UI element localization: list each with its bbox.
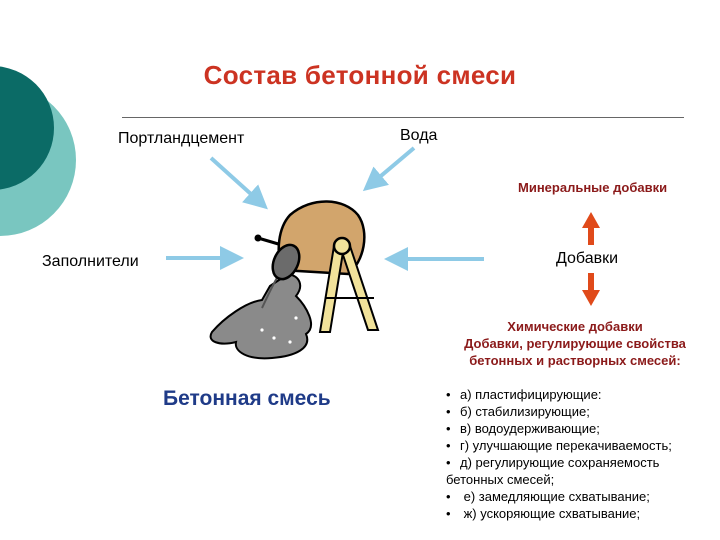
list-item: д) регулирующие сохраняемость bbox=[446, 454, 718, 471]
chemical-additives-heading: Химические добавки Добавки, регулирующие… bbox=[440, 318, 710, 369]
chemical-subheading-text: Добавки, регулирующие свойства бетонных … bbox=[464, 336, 686, 368]
list-item: в) водоудерживающие; bbox=[446, 420, 718, 437]
concrete-mixer-icon bbox=[209, 200, 380, 360]
arrow-cement-icon bbox=[209, 156, 268, 210]
list-item: ж) ускоряющие схватывание; bbox=[446, 505, 718, 522]
chemical-heading-text: Химические добавки bbox=[507, 319, 643, 334]
label-water: Вода bbox=[400, 127, 438, 144]
label-aggregates: Заполнители bbox=[42, 253, 139, 270]
arrow-up-red-icon bbox=[582, 212, 600, 245]
chemical-additives-list: а) пластифицирующие: б) стабилизирующие;… bbox=[446, 386, 718, 522]
label-additives: Добавки bbox=[556, 250, 619, 267]
arrow-down-red-icon bbox=[582, 273, 600, 306]
arrow-water-icon bbox=[362, 146, 416, 192]
label-mineral-additives: Минеральные добавки bbox=[518, 180, 668, 195]
title-divider bbox=[122, 117, 684, 118]
list-item: е) замедляющие схватывание; bbox=[446, 488, 718, 505]
list-item: а) пластифицирующие: bbox=[446, 386, 718, 403]
page-title: Состав бетонной смеси bbox=[203, 60, 517, 90]
label-concrete-mix: Бетонная смесь bbox=[163, 387, 331, 410]
list-item: бетонных смесей; bbox=[446, 472, 555, 487]
list-item: б) стабилизирующие; bbox=[446, 403, 718, 420]
list-item: г) улучшающие перекачиваемость; bbox=[446, 437, 718, 454]
teal-circle-dark bbox=[0, 66, 54, 190]
label-portland-cement: Портландцемент bbox=[118, 130, 245, 147]
